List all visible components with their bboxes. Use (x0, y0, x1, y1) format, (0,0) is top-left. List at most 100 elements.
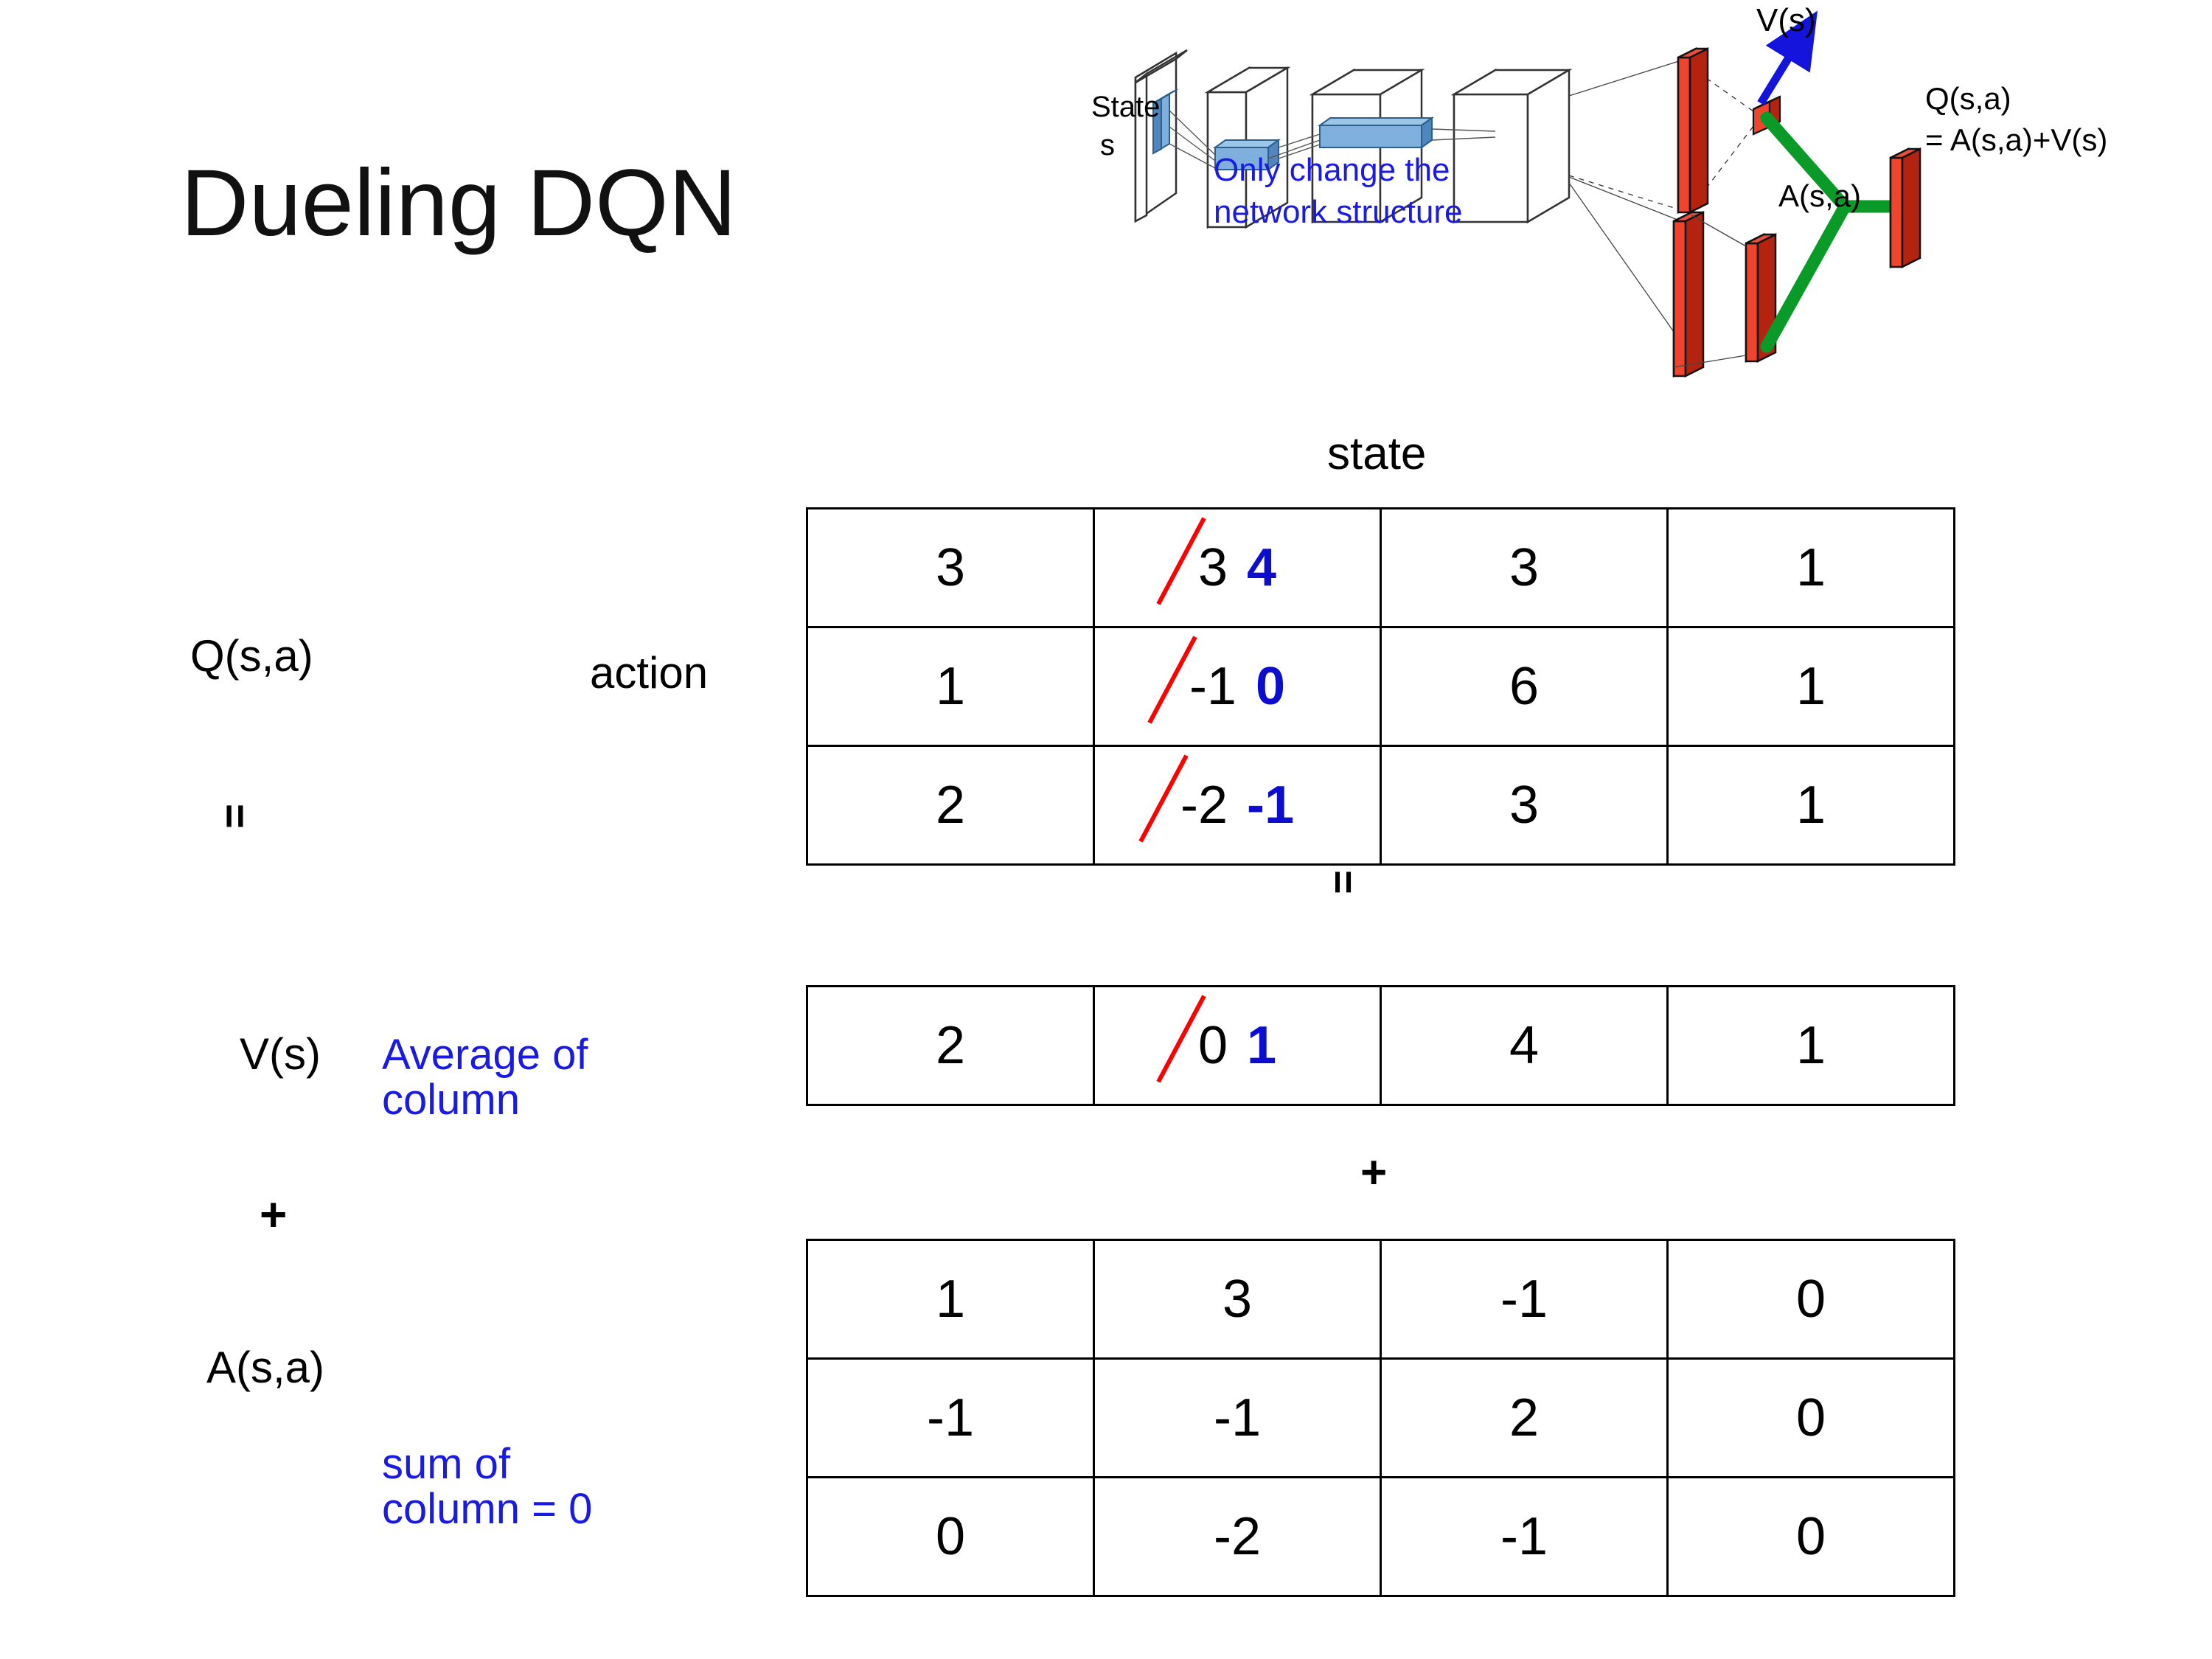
table-cell: 1 (1666, 626, 1955, 747)
table-cell: -2 (1093, 1476, 1382, 1597)
table-cell: 0 (806, 1476, 1095, 1597)
cell-value: 3 (1509, 776, 1540, 835)
cell-content: 1 (808, 1269, 1093, 1329)
sum-note-line1: sum of (382, 1440, 511, 1488)
cell-value: 1 (1795, 776, 1826, 835)
diagram-state-sublabel: s (1100, 129, 1115, 161)
cell-value: 2 (935, 776, 966, 835)
cell-content: 0 (1669, 1388, 1953, 1448)
table-cell: 1 (1666, 507, 1955, 628)
struck-old-value: -2 (1180, 776, 1228, 835)
cell-content: 1 (1669, 1015, 1953, 1076)
sum-of-column-note: sum of column = 0 (382, 1441, 592, 1532)
cell-content: 3 (1382, 775, 1666, 835)
cell-value: 3 (1509, 538, 1540, 597)
plus-operator-middle: + (1360, 1147, 1388, 1198)
cell-value: 3 (935, 538, 966, 597)
cell-content: 0 (808, 1506, 1093, 1567)
cell-content: -1 (1095, 1388, 1380, 1448)
diagram-note-line1: Only change the (1214, 152, 1450, 188)
table-cell: 0 (1666, 1476, 1955, 1597)
table-cell: 1 (806, 1239, 1095, 1360)
table-cell: 0 (1666, 1239, 1955, 1360)
cell-content: -1 (1382, 1506, 1666, 1567)
diagram-qsa-label: Q(s,a) (1925, 81, 2011, 116)
cell-value: 6 (1509, 657, 1540, 716)
cell-content: 6 (1382, 656, 1666, 717)
average-of-column-note: Average of column (382, 1032, 588, 1123)
cell-value: 1 (1795, 538, 1826, 597)
table-row: 0 -2 -1 0 (806, 1476, 1955, 1597)
cell-value: -1 (1500, 1507, 1548, 1566)
table-row: 2 -2 -1 3 1 (806, 745, 1955, 866)
equals-operator-left: = (211, 804, 259, 829)
cell-value: 2 (935, 1016, 966, 1075)
table-cell: 3 (1093, 1239, 1382, 1360)
cell-value: 0 (1795, 1507, 1826, 1566)
cell-content: 4 (1382, 1015, 1666, 1076)
corrected-new-value: -1 (1247, 776, 1295, 835)
table-row: -1 -1 2 0 (806, 1357, 1955, 1478)
state-axis-label: state (1327, 428, 1427, 479)
cell-content: 1 (808, 656, 1093, 717)
cell-content: -1 (1382, 1269, 1666, 1329)
cell-content: 2 (808, 775, 1093, 835)
cell-content: 2 (1382, 1388, 1666, 1448)
cell-content: 1 (1669, 775, 1953, 835)
cell-content: 3 (808, 538, 1093, 598)
table-cell: 2 (806, 745, 1095, 866)
struck-old-value: -1 (1189, 657, 1237, 716)
cell-content: 1 (1669, 656, 1953, 717)
table-cell: -1 0 (1093, 626, 1382, 747)
cell-content: 0 (1669, 1269, 1953, 1329)
cell-value: 1 (1795, 657, 1826, 716)
dueling-network-diagram: V(s) Q(s,a) = A(s,a)+V(s) A(s,a) State s… (1091, 0, 2212, 413)
corrected-new-value: 0 (1255, 657, 1286, 716)
sum-note-line2: column = 0 (382, 1485, 593, 1534)
cell-value: -2 (1213, 1507, 1262, 1566)
v-function-label: V(s) (240, 1029, 321, 1079)
table-cell: 2 (806, 985, 1095, 1106)
a-value-table: 1 3 -1 0 -1 -1 2 0 0 -2 -1 0 (806, 1239, 1955, 1597)
corrected-new-value: 1 (1247, 1016, 1277, 1075)
diagram-state-label: State (1091, 91, 1160, 123)
diagram-vs-label: V(s) (1756, 2, 1816, 38)
cell-content: -2 -1 (1095, 775, 1380, 835)
diagram-qsa-formula: = A(s,a)+V(s) (1925, 122, 2107, 157)
cell-value: 1 (935, 1270, 966, 1329)
struck-old-value: 3 (1197, 538, 1228, 597)
table-cell: 1 (1666, 985, 1955, 1106)
cell-value: 1 (1795, 1016, 1826, 1075)
table-cell: -1 (1380, 1476, 1669, 1597)
cell-value: 0 (935, 1507, 966, 1566)
table-cell: 1 (1666, 745, 1955, 866)
cell-value: 4 (1509, 1016, 1540, 1075)
cell-value: -1 (1500, 1270, 1548, 1329)
cell-content: 0 (1669, 1506, 1953, 1567)
table-cell: 3 (1380, 745, 1669, 866)
table-cell: 4 (1380, 985, 1669, 1106)
equals-operator-middle: = (1321, 870, 1367, 894)
table-cell: -1 (806, 1357, 1095, 1478)
action-axis-label: action (590, 648, 709, 698)
cell-content: -2 (1095, 1506, 1380, 1567)
table-cell: -2 -1 (1093, 745, 1382, 866)
average-note-line2: column (382, 1076, 520, 1124)
diagram-asa-label: A(s,a) (1778, 178, 1861, 213)
cell-value: 2 (1509, 1388, 1540, 1447)
cell-value: 1 (935, 657, 966, 716)
table-cell: -1 (1380, 1239, 1669, 1360)
table-cell: 2 (1380, 1357, 1669, 1478)
diagram-note-line2: network structure (1214, 194, 1462, 230)
cell-content: 3 (1095, 1269, 1380, 1329)
table-row: 1 -1 0 6 1 (806, 626, 1955, 747)
cell-value: -1 (926, 1388, 975, 1447)
